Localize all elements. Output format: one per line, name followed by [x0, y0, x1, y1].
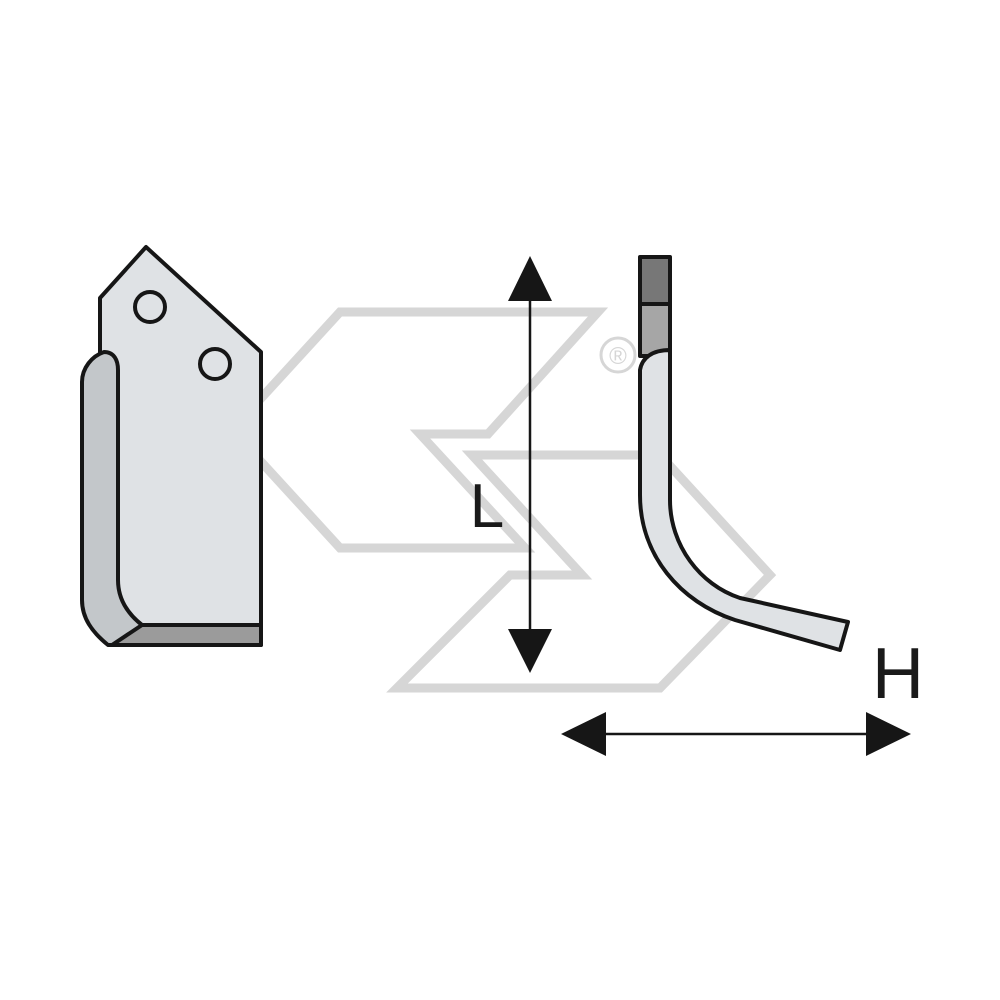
blade-plate [98, 245, 263, 647]
dimension-height [561, 712, 911, 756]
arrow-left-icon [561, 712, 606, 756]
watermark-lower-chevron [386, 450, 777, 693]
height-label: H [872, 634, 924, 714]
blade-side-view [638, 255, 850, 652]
shank-top-section [638, 255, 672, 306]
registered-mark-circle [599, 336, 637, 374]
arrow-up-icon [508, 256, 552, 301]
blade-side-flange [80, 350, 144, 647]
watermark-upper-chevron [225, 307, 609, 553]
mounting-hole-upper [133, 290, 167, 324]
mounting-hole-lower [198, 347, 232, 381]
blade-front-view [80, 245, 263, 647]
arrow-right-icon [866, 712, 911, 756]
dimension-length [508, 256, 552, 673]
blade-bent-body [638, 348, 850, 652]
arrow-down-icon [508, 629, 552, 673]
length-label: L [470, 472, 504, 541]
registered-mark: ® [609, 343, 627, 370]
